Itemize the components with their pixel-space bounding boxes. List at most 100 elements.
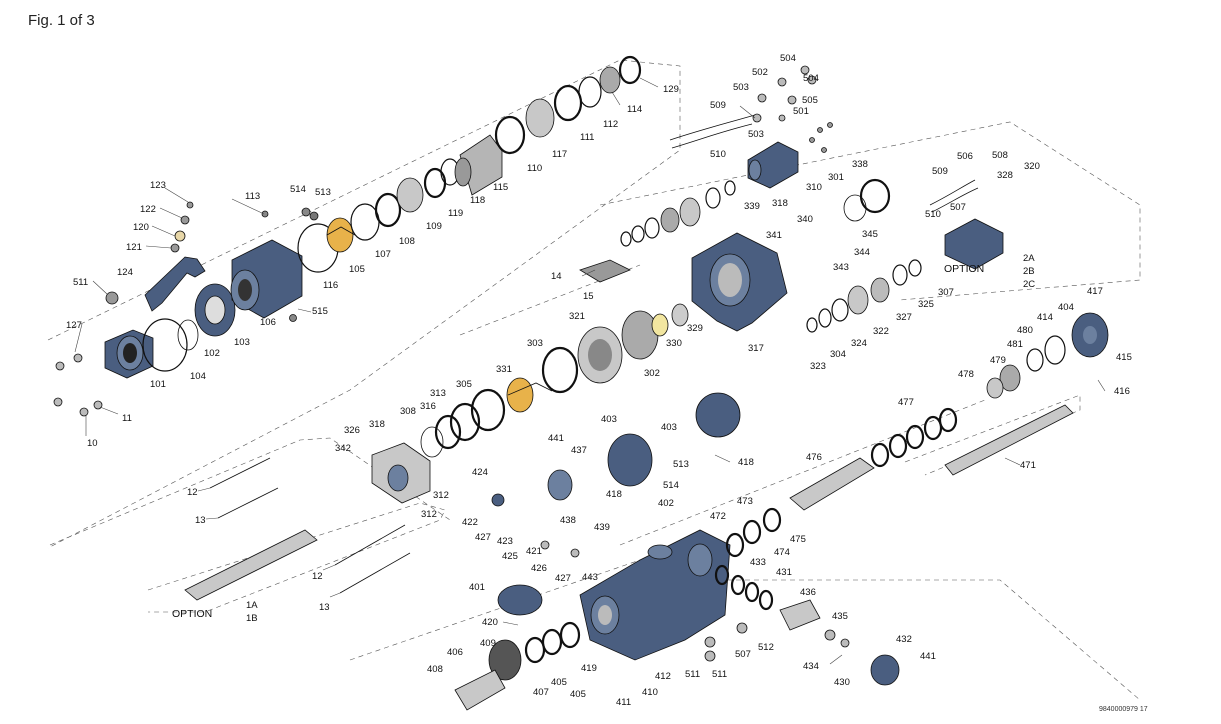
group-400-parts [454, 312, 1109, 711]
hose-509a [669, 114, 756, 141]
callout: 324 [851, 338, 867, 349]
callout: 127 [66, 320, 82, 331]
callout: 321 [569, 311, 585, 322]
callout: 403 [601, 414, 617, 425]
callout: 505 [802, 95, 818, 106]
shafts [184, 457, 411, 601]
callout: 514 [663, 480, 679, 491]
ring-305 [470, 388, 506, 432]
callout: 129 [663, 84, 679, 95]
fitting-11 [93, 400, 103, 410]
fitting-505 [787, 95, 797, 105]
hose-509c [929, 179, 976, 206]
fitting-10a [53, 397, 63, 407]
callout: 313 [430, 388, 446, 399]
variant-1b: 1B [246, 613, 258, 624]
callout: 414 [1037, 312, 1053, 323]
callout: 503 [748, 129, 764, 140]
callout: 502 [752, 67, 768, 78]
callout: 107 [375, 249, 391, 260]
callout: 10 [87, 438, 98, 449]
callout: 510 [925, 209, 941, 220]
callout: 123 [150, 180, 166, 191]
callout: 120 [133, 222, 149, 233]
callout: 13 [195, 515, 206, 526]
callout: 418 [606, 489, 622, 500]
callout: 124 [117, 267, 133, 278]
callout: 478 [958, 369, 974, 380]
ring-111 [553, 84, 583, 122]
callout: 103 [234, 337, 250, 348]
variant-2c: 2C [1023, 279, 1035, 290]
callout: 105 [349, 264, 365, 275]
callout: 407 [533, 687, 549, 698]
callout: 514 [290, 184, 306, 195]
callout: 341 [766, 230, 782, 241]
callout: 344 [854, 247, 870, 258]
callout: 512 [758, 642, 774, 653]
callout: 406 [447, 647, 463, 658]
callout: 329 [687, 323, 703, 334]
callout: 301 [828, 172, 844, 183]
callout: 317 [748, 343, 764, 354]
callout: 503 [733, 82, 749, 93]
callout: 409 [480, 638, 496, 649]
callout: 504 [803, 73, 819, 84]
callout: 443 [582, 572, 598, 583]
motor-301 [747, 141, 799, 189]
bolt-515 [289, 314, 297, 322]
bearing-109 [396, 177, 424, 213]
callout: 118 [470, 195, 485, 206]
callout: 122 [140, 204, 156, 215]
fitting-511 [105, 291, 119, 305]
group-500-parts [620, 65, 891, 247]
nut-121 [170, 243, 180, 253]
callout: 412 [655, 671, 671, 682]
callout: 304 [830, 349, 846, 360]
callout: 433 [750, 557, 766, 568]
bolt-113 [261, 210, 269, 218]
callout: 441 [920, 651, 936, 662]
variant-2b: 2B [1023, 266, 1035, 277]
seal-308 [420, 426, 444, 458]
ring-104 [142, 318, 188, 372]
callout-labels: 129 114 112 111 117 110 115 118 119 109 … [66, 53, 1132, 708]
callout: 425 [502, 551, 518, 562]
callout: 415 [1116, 352, 1132, 363]
cap-403b [695, 392, 741, 438]
callout: 422 [462, 517, 478, 528]
callout: 112 [603, 119, 618, 130]
callout: 11 [122, 413, 132, 424]
nut-122 [180, 215, 190, 225]
callout: 411 [616, 697, 631, 708]
callout: 331 [496, 364, 512, 375]
callout: 104 [190, 371, 206, 382]
ring-129 [618, 55, 642, 85]
callout: 432 [896, 634, 912, 645]
option-label-2: OPTION [944, 263, 984, 275]
callout: 424 [472, 467, 488, 478]
callout: 416 [1114, 386, 1130, 397]
callout: 441 [548, 433, 564, 444]
callout: 480 [1017, 325, 1033, 336]
callout: 511 [685, 669, 700, 680]
callout: 431 [776, 567, 792, 578]
group-100-parts [53, 55, 642, 417]
bolt-set-a [817, 127, 823, 133]
washer-120 [174, 230, 186, 242]
callout: 12 [312, 571, 323, 582]
seal-301 [843, 194, 867, 222]
callout: 513 [673, 459, 689, 470]
callout: 509 [932, 166, 948, 177]
cover-401 [497, 584, 543, 616]
shaft-471 [944, 404, 1074, 476]
ring-313 [449, 402, 481, 442]
callout: 402 [658, 498, 674, 509]
seal-102 [177, 319, 199, 351]
sleeve-331 [506, 377, 534, 413]
callout: 106 [260, 317, 276, 328]
callout: 515 [312, 306, 328, 317]
callout: 318 [369, 419, 385, 430]
callout: 302 [644, 368, 660, 379]
